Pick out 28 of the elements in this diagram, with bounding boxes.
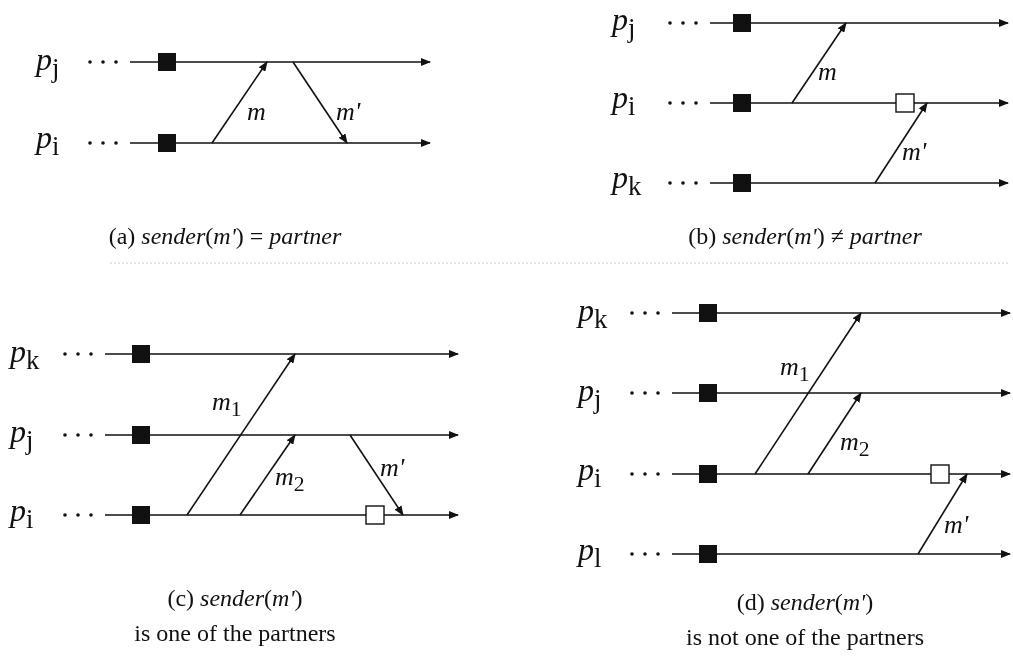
caption: (a) sender(m') = partner (108, 224, 342, 248)
process-label: p$_{j}$ (36, 42, 60, 82)
message-label: m' (336, 99, 361, 125)
caption: is one of the partners (134, 621, 336, 645)
message-label: m' (944, 512, 969, 538)
message-label: m (818, 59, 837, 85)
message-label: m$_{2}$ (275, 464, 305, 496)
process-label: p$_{i}$ (612, 80, 636, 120)
message-label: m' (902, 139, 927, 165)
message-label: m$_{2}$ (840, 429, 870, 461)
process-label: p$_{k}$ (578, 293, 608, 333)
process-label: p$_{k}$ (612, 160, 642, 200)
message-label: m$_{1}$ (780, 354, 810, 386)
message-label: m' (380, 455, 405, 481)
process-label: p$_{l}$ (578, 532, 602, 572)
process-label: p$_{i}$ (578, 452, 602, 492)
process-label: p$_{i}$ (10, 493, 34, 533)
message-label: m (247, 99, 266, 125)
message-label: m$_{1}$ (212, 389, 242, 421)
process-label: p$_{j}$ (10, 414, 34, 454)
caption: (c) sender(m') (167, 586, 303, 610)
process-label: p$_{i}$ (36, 120, 60, 160)
caption: (d) sender(m') (736, 590, 874, 614)
process-label: p$_{j}$ (578, 373, 602, 413)
caption: (b) sender(m') ≠ partner (688, 224, 922, 248)
process-label: p$_{k}$ (10, 334, 40, 374)
caption: is not one of the partners (686, 625, 924, 649)
process-label: p$_{j}$ (612, 2, 636, 42)
